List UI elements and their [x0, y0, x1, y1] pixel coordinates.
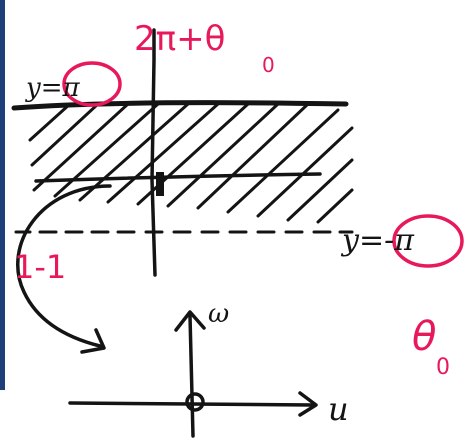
w-axis: [188, 314, 195, 438]
mapping-label: 1-1: [14, 248, 66, 286]
u-axis-arrow-head: [298, 391, 318, 417]
hatched-strip: [28, 102, 354, 224]
upper-vertical-axis: [150, 28, 157, 277]
middle-line: [34, 172, 322, 183]
pi-highlight-circle: [62, 61, 122, 107]
excluded-origin-circle: [185, 392, 205, 412]
w-axis-arrow-head: [174, 310, 206, 332]
u-axis-label: u: [328, 390, 349, 428]
upper-line-label: y=π: [25, 73, 80, 103]
origin-marker: [156, 172, 164, 196]
lower-line-label: y=-π: [340, 223, 415, 258]
left-border-strip: [0, 0, 5, 390]
upper-boundary-line: [11, 100, 349, 111]
minus-pi-highlight-circle: [392, 214, 464, 268]
mapping-arrow: [16, 184, 112, 348]
mapping-arrow-head: [80, 328, 106, 354]
theta-label: θ: [412, 314, 436, 360]
theta-subscript: 0: [436, 355, 450, 380]
top-expression-subscript: 0: [262, 53, 275, 77]
w-axis-label: ω: [208, 299, 229, 329]
top-expression: 2π+θ: [134, 19, 225, 59]
